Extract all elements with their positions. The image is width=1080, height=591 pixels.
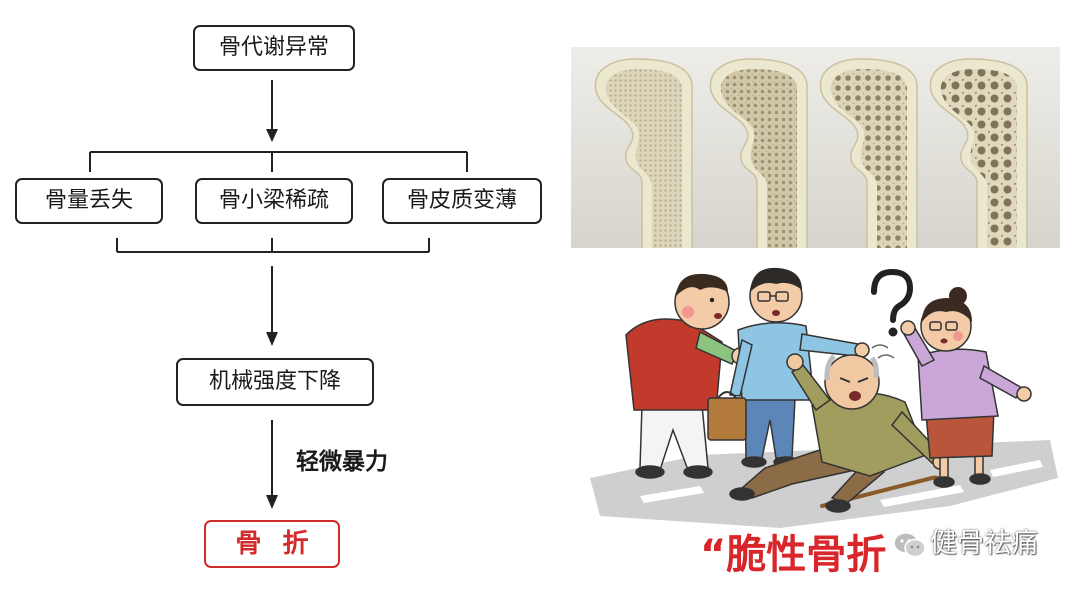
shoe [729,487,755,501]
hair [824,354,879,381]
mouth [772,310,780,316]
hand [900,320,916,336]
question-mark-icon [871,268,914,337]
arrow-head [266,129,278,142]
shoe [825,499,851,513]
shoe [635,465,665,479]
watermark-text: 健骨祛痛 [930,528,1038,559]
bystander-blue-shirt [707,267,870,468]
hair-bun [949,287,967,305]
head [824,354,880,410]
glasses [929,321,942,331]
mouth [940,338,948,344]
node-cause-trabecular: 骨小梁稀疏 [195,178,353,224]
hair [750,267,802,292]
cheek [682,306,694,318]
arrow-head [266,332,278,346]
eyes [839,377,869,383]
mouth [714,313,722,319]
leg [939,454,949,480]
shoe [969,473,991,485]
pants [744,397,796,459]
hand [786,353,804,371]
bystander-red-vest [625,273,749,479]
arm [979,364,1024,400]
arm [695,330,739,365]
shoe [683,465,713,479]
pants [639,404,709,471]
arrow-head [266,495,278,509]
flowchart-connectors [89,80,468,509]
node-root: 骨代谢异常 [193,25,355,71]
briefcase-handle [717,391,737,399]
hand [1016,386,1032,402]
shoe [741,456,767,468]
node-result: 骨 折 [204,520,340,568]
node-cause-bone-loss: 骨量丢失 [15,178,163,224]
glasses [945,321,958,331]
fall-cartoon-illustration [590,267,1058,528]
vest [625,318,723,411]
hair [676,273,728,296]
edge-label-trigger: 轻微暴力 [296,449,388,475]
briefcase [707,397,747,441]
bystander-woman [900,287,1032,488]
arm [729,338,753,397]
shoe [933,476,955,488]
node-effect: 机械强度下降 [176,358,374,406]
wechat-icon [893,532,926,558]
illustration-caption: “脆性骨折 [700,532,887,578]
motion-lines [871,344,895,359]
node-cause-cortical: 骨皮质变薄 [382,178,542,224]
bone-density-illustration [571,47,1060,248]
eye [709,297,715,303]
mouth [849,391,861,401]
cheek [953,331,963,341]
